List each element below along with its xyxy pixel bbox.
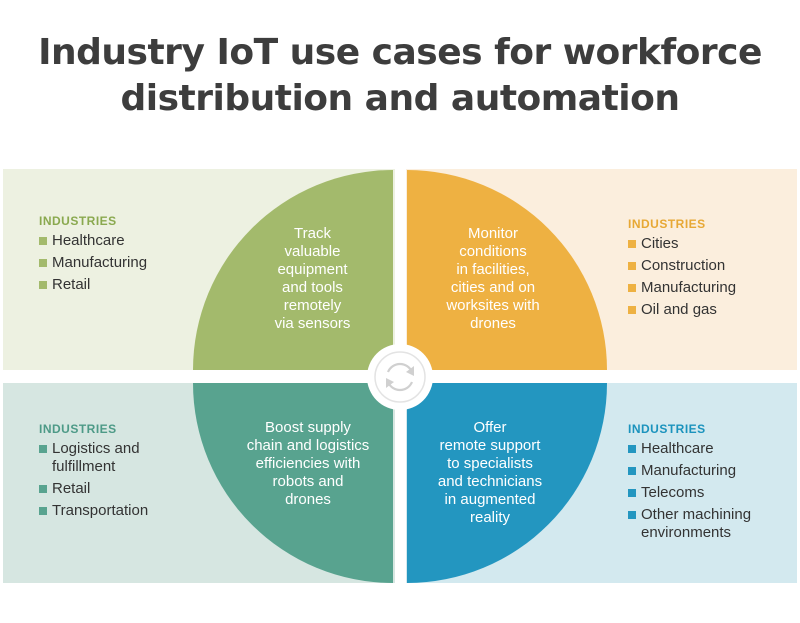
industry-text: Retail [52, 480, 91, 497]
square-bullet-icon [39, 485, 47, 493]
industry-item: Healthcare [39, 232, 147, 250]
use-case-line: efficiencies with [255, 455, 361, 472]
use-case-line: worksites with [446, 297, 540, 314]
square-bullet-icon [39, 445, 47, 453]
industry-text: Healthcare [52, 232, 125, 249]
industry-text: Cities [641, 235, 679, 252]
industry-text: Manufacturing [52, 254, 148, 271]
industry-item: Construction [628, 257, 736, 275]
use-case-line: Monitor [467, 225, 519, 242]
quarter-top-right [407, 170, 607, 370]
industries-label: INDUSTRIES [628, 422, 706, 436]
quarter-bottom-right [407, 383, 607, 583]
quarter-bottom-left [193, 383, 393, 583]
use-case-line: Track [294, 225, 331, 242]
industries-label: INDUSTRIES [39, 214, 117, 228]
square-bullet-icon [39, 507, 47, 515]
page-title: Industry IoT use cases for workforce dis… [0, 30, 800, 122]
use-case-line: Boost supply [265, 419, 351, 436]
industry-item: Cities [628, 235, 736, 253]
industry-item: Manufacturing [39, 254, 147, 272]
industry-text: Manufacturing [641, 462, 737, 479]
use-case-line: chain and logistics [246, 437, 370, 454]
square-bullet-icon [39, 259, 47, 267]
use-case-line: drones [470, 315, 516, 332]
use-case-line: reality [469, 509, 510, 526]
square-bullet-icon [39, 237, 47, 245]
square-bullet-icon [628, 240, 636, 248]
square-bullet-icon [628, 262, 636, 270]
use-case-line: via sensors [274, 315, 351, 332]
square-bullet-icon [39, 281, 47, 289]
industries-label: INDUSTRIES [39, 422, 117, 436]
industry-text: Oil and gas [641, 301, 717, 318]
title-line-1: Industry IoT use cases for workforce [38, 32, 762, 73]
industries-label: INDUSTRIES [628, 217, 706, 231]
industry-item: Retail [39, 276, 147, 294]
industry-text: Healthcare [641, 440, 714, 457]
square-bullet-icon [628, 489, 636, 497]
industry-item: Manufacturing [628, 279, 736, 297]
use-case-line: drones [285, 491, 331, 508]
industry-item: Healthcare [628, 440, 751, 458]
industry-text: environments [641, 524, 732, 541]
title-line-2: distribution and automation [120, 78, 680, 119]
use-case-line: remote support [439, 437, 541, 454]
square-bullet-icon [628, 306, 636, 314]
use-case-line: equipment [277, 261, 348, 278]
industry-text: Construction [641, 257, 726, 274]
square-bullet-icon [628, 445, 636, 453]
industry-item: Oil and gas [628, 301, 736, 319]
use-case-line: Offer [473, 419, 507, 436]
quarter-top-left [193, 170, 393, 370]
use-case-line: to specialists [447, 455, 533, 472]
use-case-line: remotely [283, 297, 342, 314]
use-case-line: in facilities, [456, 261, 530, 278]
industry-text: Transportation [52, 502, 149, 519]
use-case-line: valuable [284, 243, 341, 260]
industry-text: Other machining [641, 506, 752, 523]
industry-text: fulfillment [52, 458, 116, 475]
use-case-line: in augmented [444, 491, 536, 508]
use-case-line: and tools [282, 279, 343, 296]
industry-text: Manufacturing [641, 279, 737, 296]
use-case-line: and technicians [437, 473, 543, 490]
square-bullet-icon [628, 467, 636, 475]
industry-text: Logistics and [52, 440, 140, 457]
refresh-cycle-icon [367, 344, 433, 410]
industry-text: Retail [52, 276, 91, 293]
square-bullet-icon [628, 284, 636, 292]
industry-item: Transportation [39, 502, 148, 520]
industry-text: Telecoms [641, 484, 705, 501]
industry-item: Retail [39, 480, 148, 498]
use-case-line: robots and [272, 473, 344, 490]
industry-item: Manufacturing [628, 462, 751, 480]
use-case-line: cities and on [450, 279, 536, 296]
industry-item: Telecoms [628, 484, 751, 502]
use-case-line: conditions [459, 243, 527, 260]
square-bullet-icon [628, 511, 636, 519]
